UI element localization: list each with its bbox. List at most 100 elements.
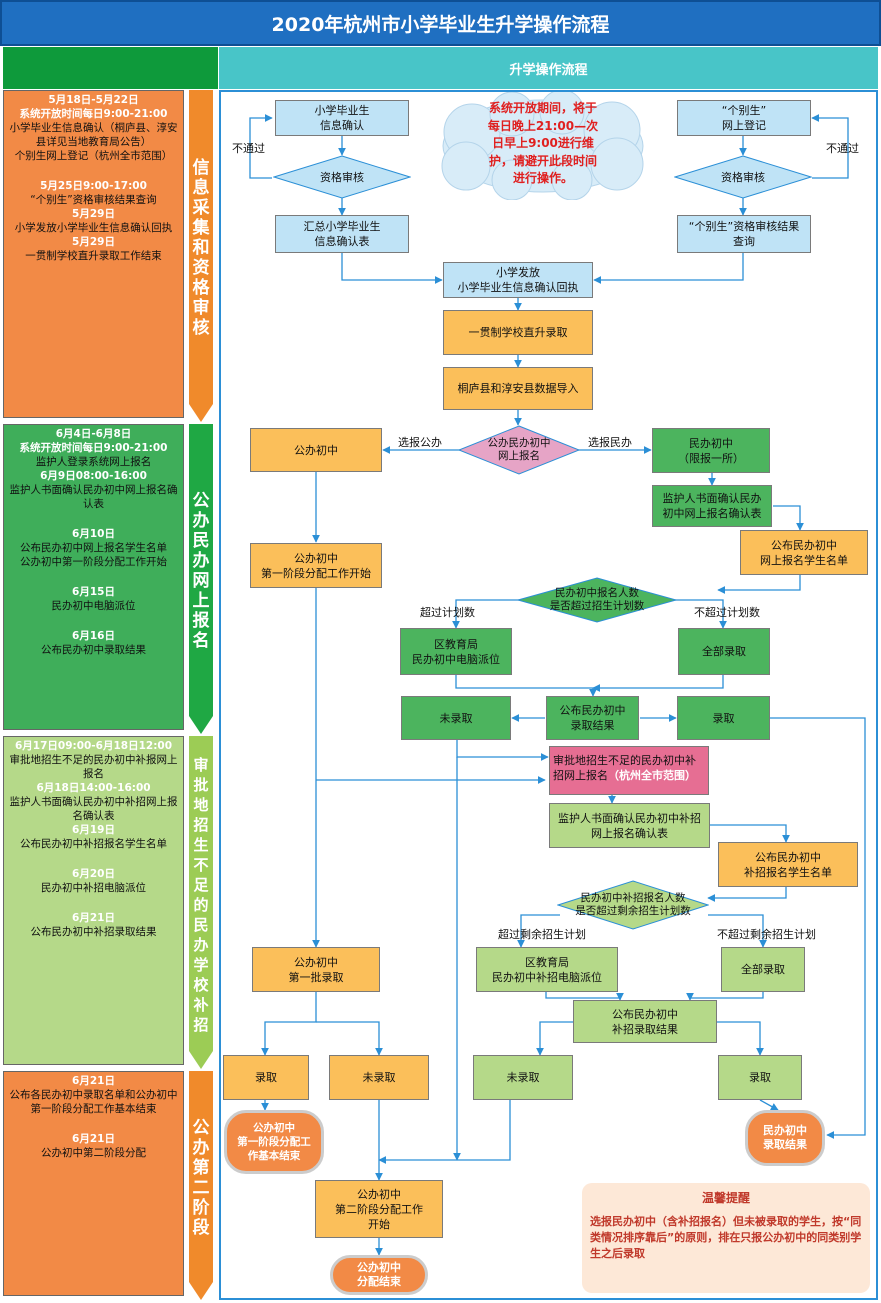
stage-line: 6月18日14:00-16:00: [36, 782, 151, 794]
edge: [707, 887, 787, 902]
stage-line: 民办初中电脑派位: [51, 600, 136, 612]
node-exceed: 民办初中报名人数 是否超过招生计划数: [549, 587, 645, 612]
edge: [592, 675, 724, 692]
end-phase1: 公办初中 第一阶段分配工 作基本结束: [224, 1110, 324, 1174]
page-title: 2020年杭州市小学毕业生升学操作流程: [0, 0, 881, 46]
node-phase2-start: 公办初中 第二阶段分配工作 开始: [315, 1180, 443, 1238]
node-admitted: 录取: [677, 696, 770, 740]
stage-label: 公办民办网上报名: [187, 428, 215, 714]
edge: [708, 914, 767, 948]
stage-arrow-shape: [189, 90, 213, 422]
node-lottery: 区教育局 民办初中电脑派位: [400, 628, 512, 675]
stage-line: 监护人登录系统网上报名: [35, 456, 152, 468]
diamond-shape-qualify-right: [674, 155, 812, 199]
stage-line: 公办初中第二阶段分配: [41, 1147, 146, 1159]
stage-line: 5月25日9:00-17:00: [40, 180, 147, 192]
label-over: 超过计划数: [420, 606, 475, 619]
stage-label-text: 公办民办网上报名: [192, 491, 210, 651]
stage-line: 6月17日09:00-6月18日12:00: [14, 740, 173, 752]
label-fail-left: 不通过: [232, 142, 265, 155]
label-choose-private: 选报民办: [588, 436, 632, 449]
left-column-header: [3, 47, 218, 89]
end-allocation: 公办初中 分配结束: [330, 1255, 428, 1295]
edge: [341, 252, 443, 284]
label-fail-right: 不通过: [826, 142, 859, 155]
stage-arrow-shape: [189, 1071, 213, 1300]
stage-line: 公布民办初中网上报名学生名单: [20, 542, 167, 554]
diamond-shape-exceed: [517, 577, 677, 623]
stage-block: 6月4日-6月8日系统开放时间每日9:00-21:00 监护人登录系统网上报名 6月…: [3, 424, 184, 730]
node-special-register: “个别生” 网上登记: [677, 100, 811, 136]
stage-line: 5月18日-5月22日: [48, 94, 139, 106]
node-register: 公办民办初中 网上报名: [487, 437, 551, 462]
node-summary-info-table: 汇总小学毕业生 信息确认表: [275, 215, 409, 253]
node-special-result: “个别生”资格审核结果 查询: [677, 215, 811, 253]
edge: [456, 740, 549, 761]
stage-line: 监护人书面确认民办初中补招网上报名确认表: [9, 796, 178, 822]
stage-arrow-shape: [189, 424, 213, 734]
node-supplement-register-text: 审批地招生不足的民办初中补招网上报名: [553, 754, 696, 782]
reminder-text: 选报民办初中（含补招报名）但未被录取的学生，按“同类情况排序靠后”的原则，排在只…: [590, 1215, 862, 1260]
node-publish-list: 公布民办初中 网上报名学生名单: [740, 530, 868, 575]
edge: [770, 717, 866, 1139]
edge: [759, 1099, 779, 1111]
label-over2: 超过剩余招生计划: [498, 928, 586, 941]
edge: [773, 505, 804, 531]
stage-line: 5月29日: [72, 236, 115, 248]
edge: [249, 114, 273, 179]
node-public-admitted: 录取: [223, 1055, 309, 1100]
stage-line: 公布民办初中补招报名学生名单: [20, 838, 167, 850]
node-guardian-confirm: 监护人书面确认民办 初中网上报名确认表: [652, 485, 772, 527]
stage-line: 6月19日: [72, 824, 115, 836]
stage-line: 系统开放时间每日9:00-21:00: [19, 442, 168, 454]
stage-line: 公布民办初中补招录取结果: [30, 926, 157, 938]
stage-line: 6月9日08:00-16:00: [40, 470, 147, 482]
edge: [261, 992, 317, 1056]
stage-arrow-shape: [189, 736, 213, 1069]
stage-block: 6月17日09:00-6月18日12:00 审批地招生不足的民办初中补报网上报名 6…: [3, 736, 184, 1065]
edge: [686, 992, 764, 1001]
diamond-shape-register: [458, 425, 580, 475]
stage-line: 个别生网上登记（杭州全市范围）: [14, 150, 173, 162]
node-supplement-register: 审批地招生不足的民办初中补招网上报名（杭州全市范围）: [549, 746, 709, 795]
stage-line: 审批地招生不足的民办初中补报网上报名: [9, 754, 178, 780]
edge: [593, 252, 744, 284]
node-supp-admitted: 录取: [718, 1055, 802, 1100]
node-supplement-result: 公布民办初中 补招录取结果: [573, 1000, 717, 1043]
stage-label-text: 公办第二阶段: [192, 1117, 210, 1238]
stage-line: 小学毕业生信息确认（桐庐县、淳安县详见当地教育局公告）: [9, 122, 178, 148]
reminder-box: 温馨提醒 选报民办初中（含补招报名）但未被录取的学生，按“同类情况排序靠后”的原…: [582, 1183, 870, 1293]
cloud-shape: [441, 92, 644, 200]
stage-line: 6月15日: [72, 586, 115, 598]
node-public-school: 公办初中: [250, 428, 382, 472]
node-qualify-right: 资格审核: [721, 170, 765, 184]
node-phase1-start: 公办初中 第一阶段分配工作开始: [250, 543, 382, 588]
node-admission-result: 公布民办初中 录取结果: [546, 696, 639, 740]
stage-line: “个别生”资格审核结果查询: [30, 194, 157, 206]
node-not-admitted: 未录取: [401, 696, 511, 740]
node-receipt: 小学发放 小学毕业生信息确认回执: [443, 262, 593, 298]
stage-label: 审批地招生不足的民办学校补招: [187, 740, 215, 1049]
stage-line: 5月29日: [72, 208, 115, 220]
node-student-info-confirm: 小学毕业生 信息确认: [275, 100, 409, 136]
stage-line: 公办初中第一阶段分配工作开始: [20, 556, 167, 568]
stage-line: 6月4日-6月8日: [55, 428, 132, 440]
node-private-school: 民办初中 （限报一所）: [652, 428, 770, 473]
label-notover2: 不超过剩余招生计划: [717, 928, 816, 941]
node-data-import: 桐庐县和淳安县数据导入: [443, 367, 593, 410]
stage-line: 一贯制学校直升录取工作结束: [25, 250, 162, 262]
end-private-result: 民办初中 录取结果: [745, 1110, 825, 1166]
node-supplement-lottery: 区教育局 民办初中补招电脑派位: [476, 947, 618, 992]
node-supplement-list: 公布民办初中 补招报名学生名单: [718, 842, 858, 887]
diamond-shape-exceed2: [557, 880, 709, 930]
label-notover: 不超过计划数: [694, 606, 760, 619]
stage-line: 6月16日: [72, 630, 115, 642]
node-all-admitted: 全部录取: [678, 628, 770, 675]
edge: [545, 992, 624, 1001]
node-direct-admission: 一贯制学校直升录取: [443, 310, 593, 355]
stage-line: 6月21日: [72, 912, 115, 924]
edge: [316, 1021, 383, 1056]
stage-label: 公办第二阶段: [187, 1075, 215, 1280]
